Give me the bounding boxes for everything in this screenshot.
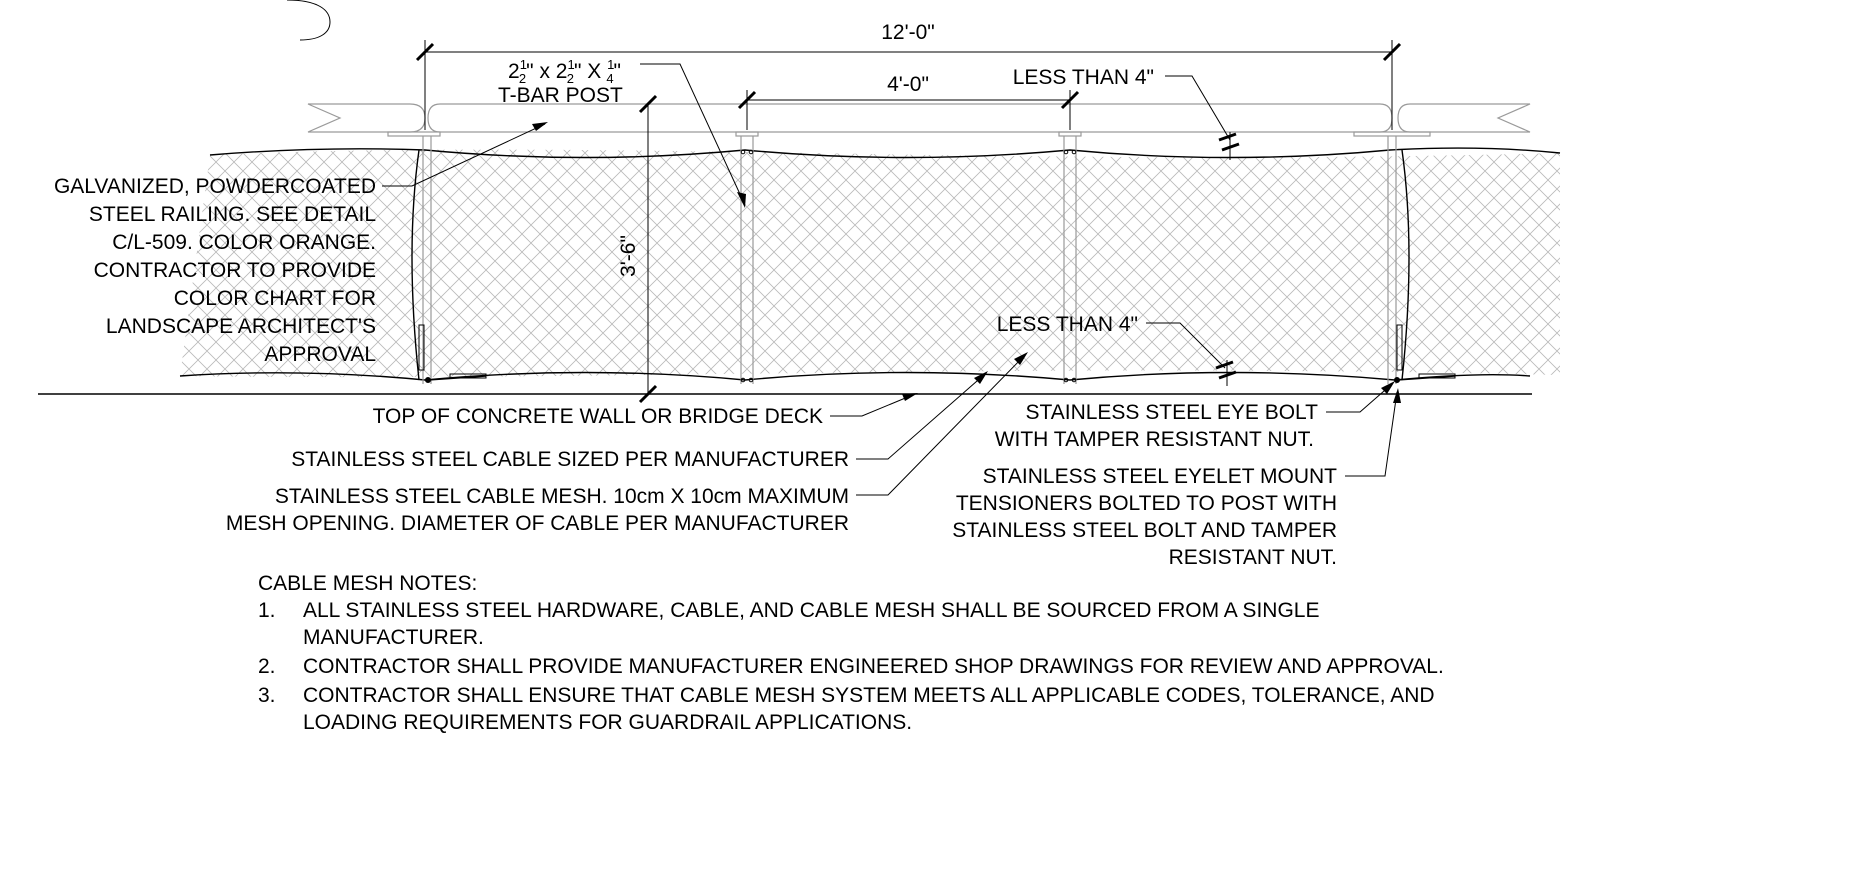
detail-bubble-arc	[286, 0, 331, 41]
cable-label: STAINLESS STEEL CABLE SIZED PER MANUFACT…	[291, 448, 849, 471]
gap-top-callout: LESS THAN 4"	[1013, 66, 1240, 160]
mesh-label-line-2: MESH OPENING. DIAMETER OF CABLE PER MANU…	[226, 512, 849, 535]
eye-bolt-line-2: WITH TAMPER RESISTANT NUT.	[995, 428, 1314, 451]
intermediate-post-1	[740, 136, 754, 384]
eye-bolt-line-1: STAINLESS STEEL EYE BOLT	[1025, 401, 1318, 424]
note-3-line-2: LOADING REQUIREMENTS FOR GUARDRAIL APPLI…	[303, 711, 912, 734]
dimension-3ft6-label: 3'-6"	[617, 235, 640, 277]
eyelet-mount-line-4: RESISTANT NUT.	[1169, 546, 1337, 569]
eyelet-mount-line-2: TENSIONERS BOLTED TO POST WITH	[956, 492, 1337, 515]
eyelet-mount-line-1: STAINLESS STEEL EYELET MOUNT	[983, 465, 1338, 488]
railing-note-callout: GALVANIZED, POWDERCOATED STEEL RAILING. …	[54, 122, 548, 366]
cable-callout: STAINLESS STEEL CABLE SIZED PER MANUFACT…	[291, 371, 988, 471]
railing-note-line-5: COLOR CHART FOR	[174, 287, 376, 310]
top-cable	[209, 147, 1561, 159]
concrete-label: TOP OF CONCRETE WALL OR BRIDGE DECK	[373, 405, 823, 428]
note-1-number: 1.	[258, 599, 276, 622]
mesh-callout: STAINLESS STEEL CABLE MESH. 10cm X 10cm …	[226, 352, 1028, 535]
end-post-left	[411, 136, 487, 384]
notes-title: CABLE MESH NOTES:	[258, 572, 477, 595]
end-post-right	[1387, 136, 1456, 384]
dimension-12ft: 12'-0"	[415, 21, 1402, 130]
railing-note-line-2: STEEL RAILING. SEE DETAIL	[89, 203, 376, 226]
intermediate-post-2	[1063, 136, 1077, 384]
note-1-line-1: ALL STAINLESS STEEL HARDWARE, CABLE, AND…	[303, 599, 1319, 622]
dimension-12ft-label: 12'-0"	[881, 21, 935, 44]
railing-note-line-4: CONTRACTOR TO PROVIDE	[94, 259, 376, 282]
railing-note-line-6: LANDSCAPE ARCHITECT'S	[106, 315, 376, 338]
tbar-post-label: T-BAR POST	[498, 84, 623, 107]
handrail	[307, 103, 1531, 137]
note-2-number: 2.	[258, 655, 276, 678]
note-1-line-2: MANUFACTURER.	[303, 626, 484, 649]
cable-mesh-notes: CABLE MESH NOTES: 1. ALL STAINLESS STEEL…	[258, 572, 1444, 734]
cable-mesh-panel	[180, 149, 1560, 378]
note-2-line-1: CONTRACTOR SHALL PROVIDE MANUFACTURER EN…	[303, 655, 1444, 678]
gap-bottom-label: LESS THAN 4"	[997, 313, 1138, 336]
railing-note-line-1: GALVANIZED, POWDERCOATED	[54, 175, 376, 198]
bottom-cable	[179, 371, 1531, 381]
dimension-4ft: 4'-0"	[737, 73, 1080, 130]
eyelet-mount-line-3: STAINLESS STEEL BOLT AND TAMPER	[952, 519, 1337, 542]
dimension-3ft6: 3'-6"	[617, 94, 658, 404]
mesh-label-line-1: STAINLESS STEEL CABLE MESH. 10cm X 10cm …	[275, 485, 849, 508]
note-3-line-1: CONTRACTOR SHALL ENSURE THAT CABLE MESH …	[303, 684, 1435, 707]
gap-top-label: LESS THAN 4"	[1013, 66, 1154, 89]
note-3-number: 3.	[258, 684, 276, 707]
concrete-callout: TOP OF CONCRETE WALL OR BRIDGE DECK	[373, 393, 918, 428]
eye-bolt-callout: STAINLESS STEEL EYE BOLT WITH TAMPER RES…	[995, 381, 1395, 451]
railing-note-line-3: C/L-509. COLOR ORANGE.	[112, 231, 376, 254]
railing-note-line-7: APPROVAL	[264, 343, 376, 366]
dimension-4ft-label: 4'-0"	[887, 73, 929, 96]
gap-bottom-callout: LESS THAN 4"	[997, 313, 1237, 386]
eyelet-mount-callout: STAINLESS STEEL EYELET MOUNT TENSIONERS …	[952, 388, 1401, 569]
